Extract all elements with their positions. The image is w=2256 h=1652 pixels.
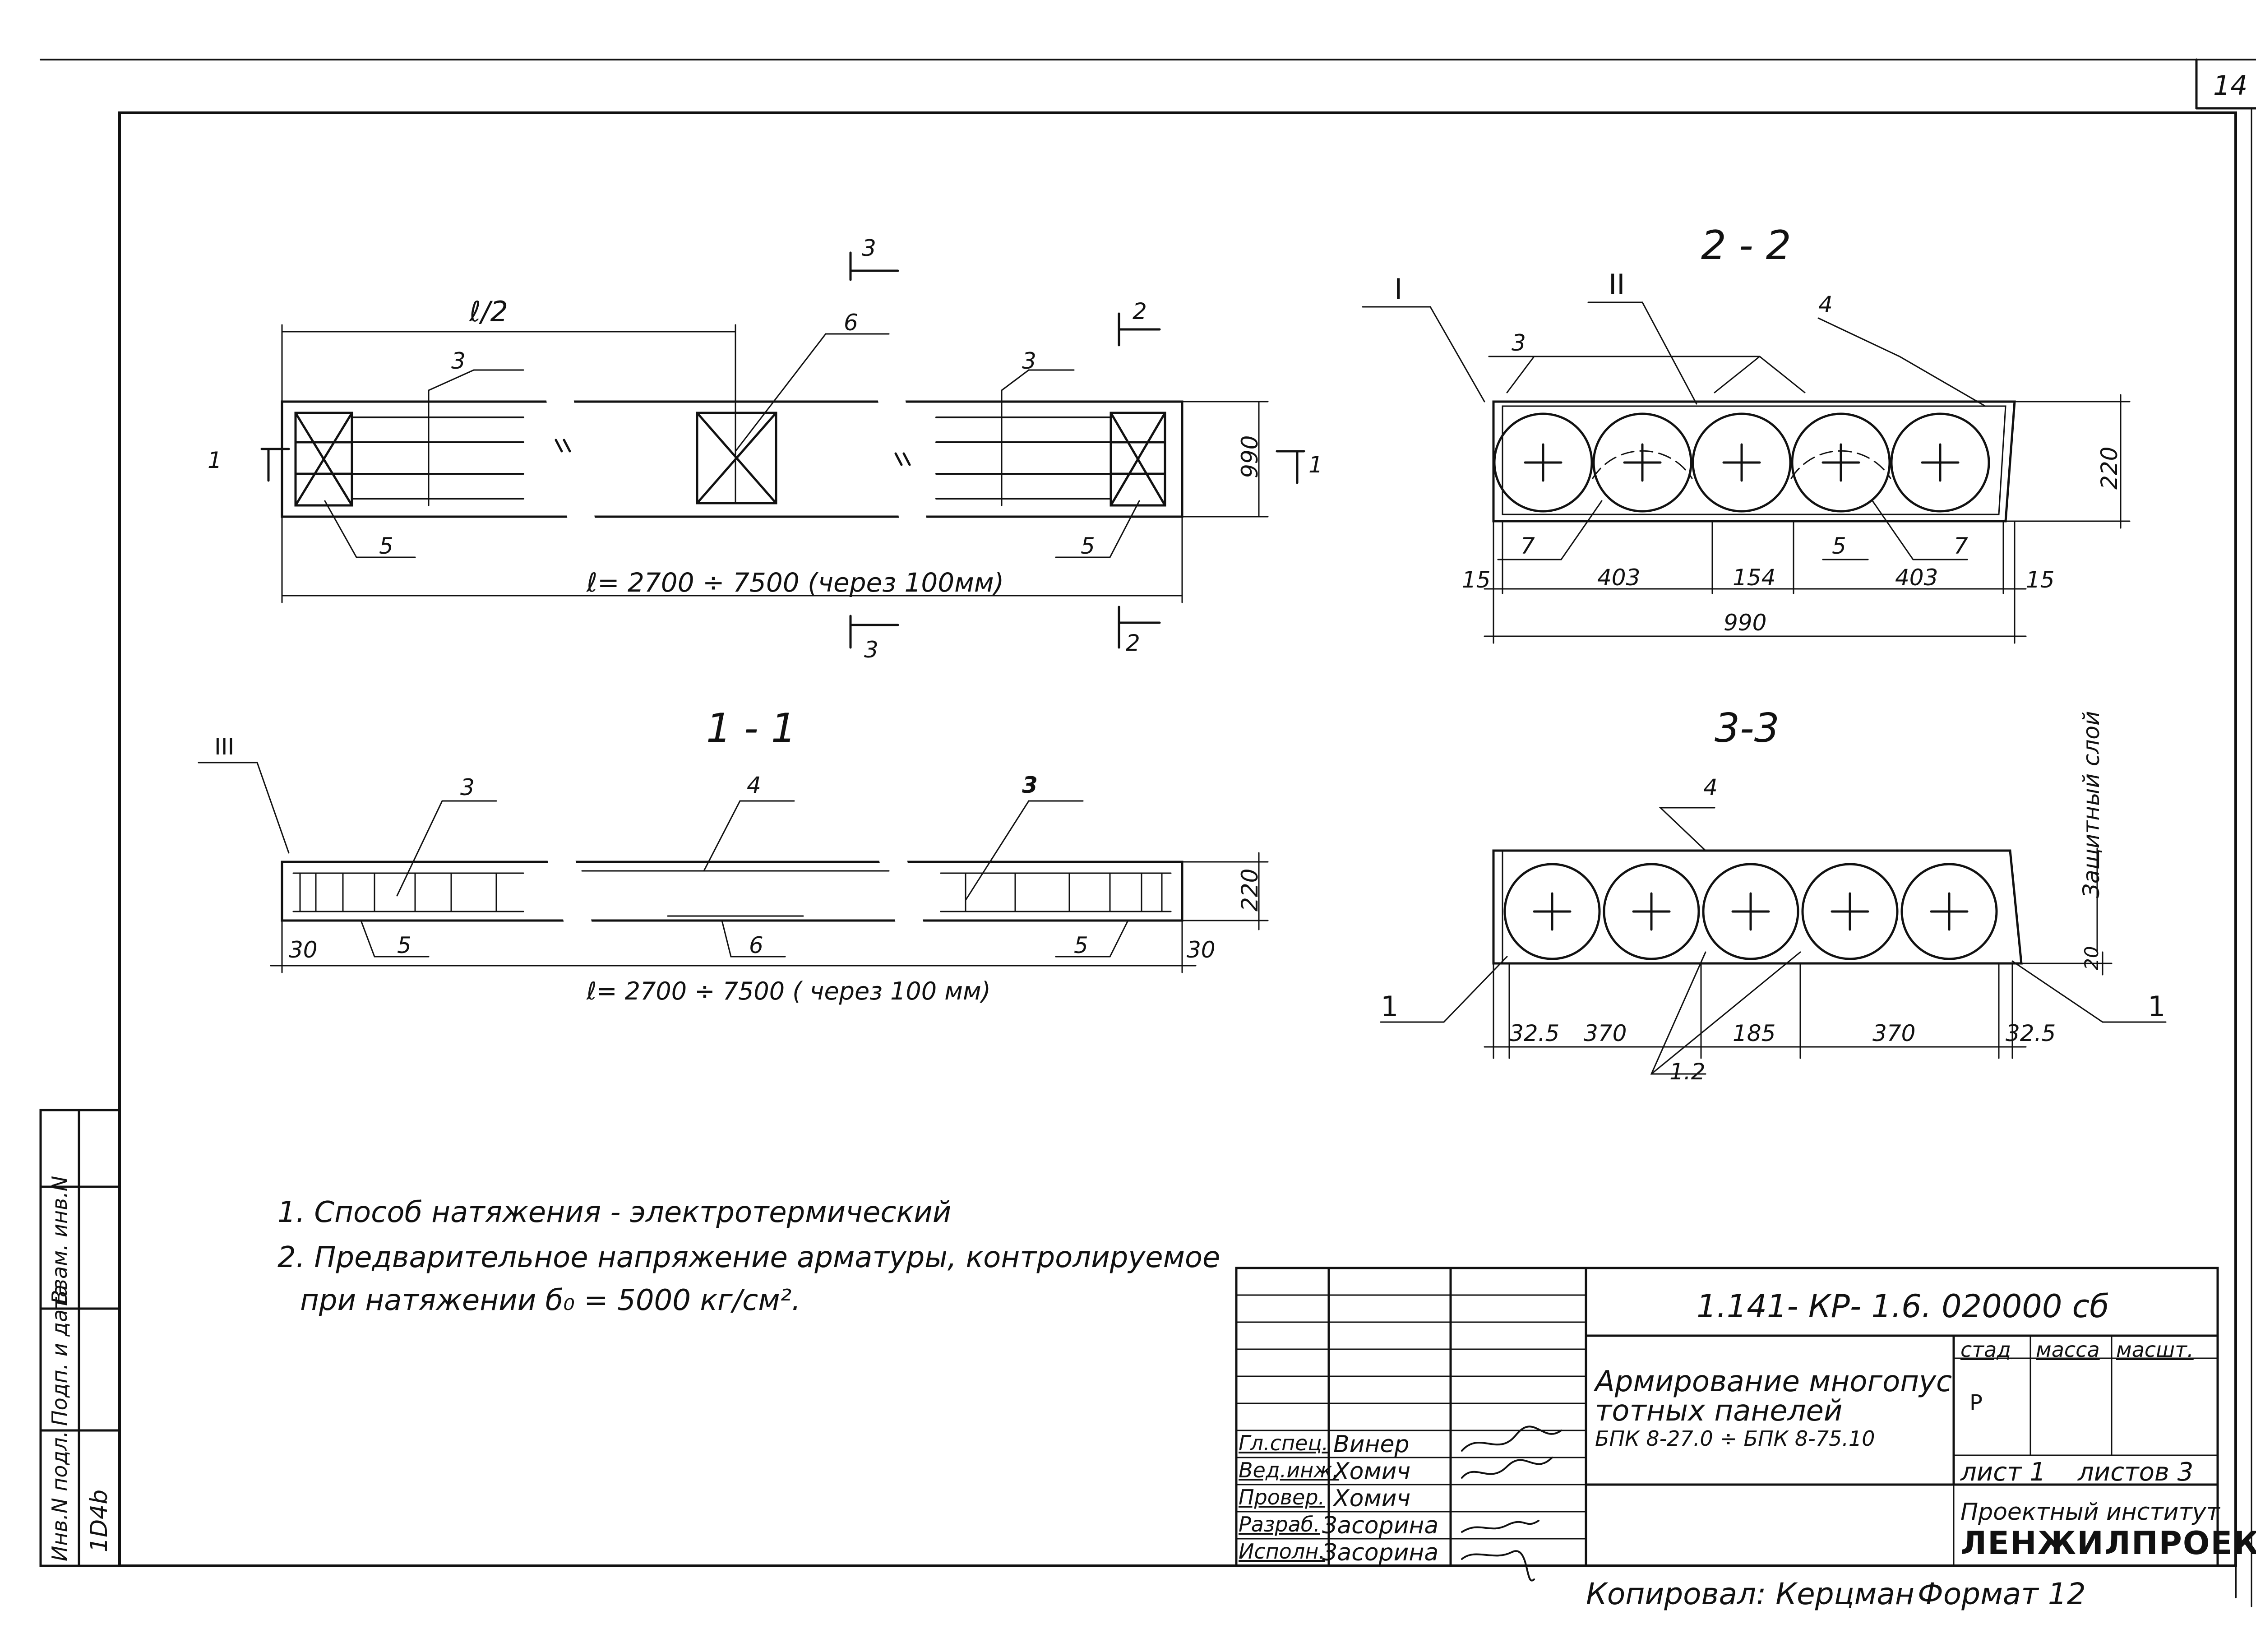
- section-2-2-mark-7a: 7: [1521, 533, 1535, 559]
- section-2-2-mark-7b: 7: [1954, 533, 1968, 559]
- plan-mark-5a: 5: [379, 533, 393, 559]
- note-2: 2. Предварительное напряжение арматуры, …: [277, 1241, 1220, 1274]
- section-2-2-mark-5: 5: [1832, 533, 1846, 559]
- section-1-1-node: III: [214, 734, 235, 760]
- plan-half-length: ℓ/2: [469, 295, 508, 328]
- section-3-3-span-right: 370: [1872, 1020, 1916, 1046]
- section-1-1-offset-left: 30: [289, 937, 318, 963]
- plan-length: ℓ= 2700 ÷ 7500 (через 100мм): [587, 567, 1004, 598]
- section-2-2: [1362, 301, 2131, 644]
- sheets-total: листов 3: [2078, 1458, 2194, 1487]
- sign-role-4: Разраб.: [1239, 1512, 1320, 1536]
- section-2-2-span-left: 403: [1597, 565, 1641, 591]
- section-2-2-span-right: 403: [1895, 565, 1938, 591]
- sign-name-4: Засорина: [1322, 1512, 1439, 1539]
- format: Формат 12: [1918, 1577, 2086, 1611]
- section-1-1-title: 1 - 1: [706, 705, 796, 751]
- section-1-1-mark-3a: 3: [460, 774, 475, 801]
- header-mass: масса: [2036, 1337, 2100, 1362]
- section-2-2-mark-4: 4: [1818, 292, 1833, 318]
- sheet-number: лист 1: [1960, 1458, 2046, 1487]
- section-2-2-node-1: I: [1394, 273, 1403, 305]
- section-3-3-mark-4: 4: [1703, 774, 1718, 801]
- section-2-2-edge-right: 15: [2026, 567, 2055, 593]
- doc-code: 1.141- КР- 1.6. 020000 сб: [1697, 1288, 2109, 1325]
- doc-title-line-2: тотных панелей: [1595, 1394, 1843, 1428]
- section-2-2-edge-left: 15: [1462, 567, 1491, 593]
- section-3-3-edge-right: 32.5: [2006, 1020, 2056, 1046]
- plan-cut-3-top: 3: [862, 235, 876, 261]
- section-3-3: [1380, 807, 2167, 1075]
- plan-mark-3b: 3: [1022, 348, 1036, 374]
- plan-mark-3a: 3: [451, 348, 466, 374]
- section-1-1-mark-3b: 3: [1022, 772, 1038, 798]
- section-1-1: [198, 762, 1269, 973]
- org-line-2: ЛЕНЖИЛПРОЕКТ: [1960, 1525, 2256, 1562]
- section-2-2-title: 2 - 2: [1701, 222, 1791, 268]
- side-stamp: [39, 1109, 121, 1567]
- doc-title-line-1: Армирование многопус: [1595, 1365, 1952, 1398]
- plan-mark-6: 6: [844, 310, 858, 336]
- section-3-3-mark-12: 1.2: [1669, 1059, 1706, 1085]
- sign-role-2: Вед.инж.: [1239, 1458, 1339, 1482]
- org-line-1: Проектный институт: [1960, 1499, 2220, 1526]
- plan-view: [260, 251, 1305, 649]
- note-1: 1. Способ натяжения - электротермический: [277, 1196, 952, 1229]
- plan-cut-1-right: 1: [1308, 452, 1323, 478]
- plan-cut-2-bottom: 2: [1126, 630, 1140, 656]
- plan-cut-1-left: 1: [208, 447, 222, 473]
- section-2-2-total: 990: [1724, 610, 1767, 636]
- section-3-3-span-left: 370: [1584, 1020, 1627, 1046]
- plan-mark-5b: 5: [1081, 533, 1095, 559]
- section-1-1-mark-6: 6: [749, 932, 763, 958]
- header-stage: стад: [1960, 1337, 2011, 1362]
- section-2-2-mark-3: 3: [1512, 330, 1526, 356]
- title-block-grid: [1235, 1267, 2219, 1567]
- section-1-1-length: ℓ= 2700 ÷ 7500 ( через 100 мм): [587, 977, 991, 1005]
- section-3-3-mark-1-right: 1: [2148, 990, 2166, 1023]
- page-number: 14: [2213, 70, 2248, 102]
- section-3-3-title: 3-3: [1715, 705, 1780, 751]
- sign-role-3: Провер.: [1239, 1485, 1325, 1509]
- section-2-2-middle: 154: [1733, 565, 1776, 591]
- plan-cut-2-top: 2: [1133, 298, 1147, 324]
- section-3-3-edge-left: 32.5: [1509, 1020, 1560, 1046]
- plan-cut-3-bottom: 3: [864, 637, 878, 663]
- note-3: при натяжении б₀ = 5000 кг/см².: [300, 1284, 801, 1317]
- sign-role-5: Исполн.: [1239, 1539, 1326, 1564]
- sign-role-1: Гл.спец.: [1239, 1431, 1329, 1455]
- sign-name-1: Винер: [1333, 1431, 1410, 1458]
- section-3-3-middle: 185: [1733, 1020, 1776, 1046]
- doc-title-line-3: БПК 8-27.0 ÷ БПК 8-75.10: [1595, 1426, 1875, 1451]
- section-2-2-node-2: II: [1609, 268, 1625, 301]
- header-scale: масшт.: [2116, 1337, 2194, 1362]
- section-3-3-mark-1-left: 1: [1381, 990, 1399, 1023]
- stage-value: Р: [1969, 1390, 1983, 1416]
- sign-name-3: Хомич: [1333, 1485, 1411, 1512]
- copied-by: Копировал: Керцман: [1586, 1577, 1914, 1611]
- section-1-1-mark-5b: 5: [1074, 932, 1088, 958]
- section-1-1-mark-5a: 5: [397, 932, 411, 958]
- section-1-1-mark-4: 4: [747, 772, 761, 798]
- section-1-1-offset-right: 30: [1187, 937, 1216, 963]
- sign-name-2: Хомич: [1333, 1458, 1411, 1485]
- sign-name-5: Засорина: [1322, 1539, 1439, 1566]
